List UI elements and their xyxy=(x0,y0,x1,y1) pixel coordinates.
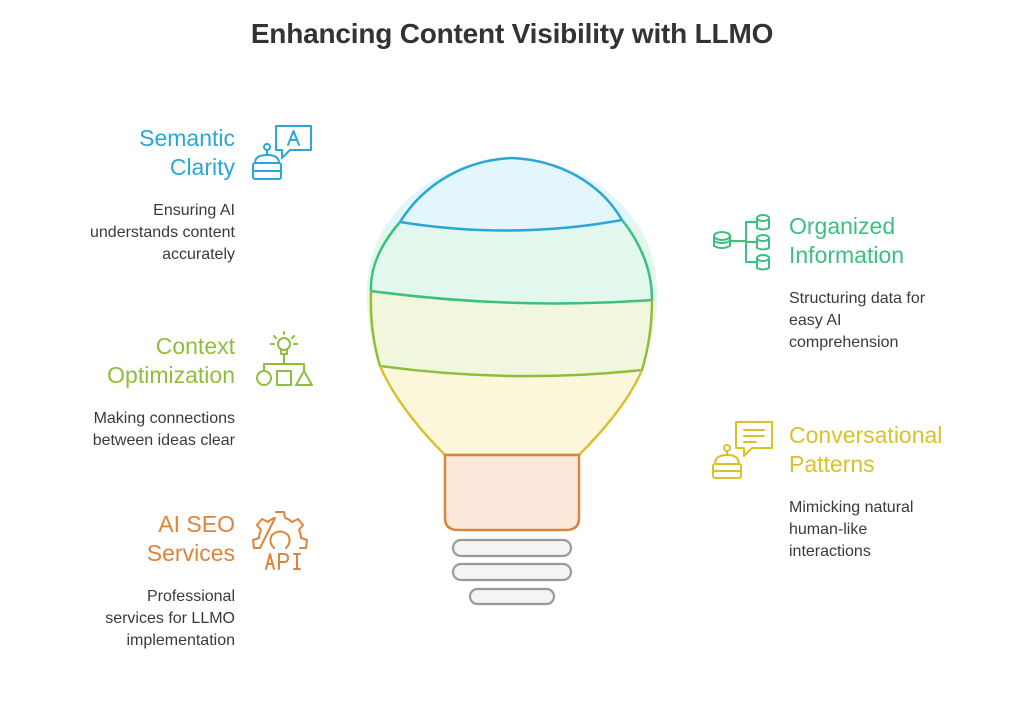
bulb-divider-2 xyxy=(370,289,653,305)
idea-shapes-icon xyxy=(250,330,314,390)
bulb-band-organized xyxy=(366,220,658,304)
bulb-base-ring-2 xyxy=(451,562,573,582)
page-title: Enhancing Content Visibility with LLMO xyxy=(250,18,774,49)
bulb-divider-1 xyxy=(399,218,623,232)
semantic-clarity-description: Ensuring AI understands content accurate… xyxy=(90,202,235,263)
ai-seo-services-description: Professional services for LLMO implement… xyxy=(105,588,235,649)
item-organized-information: Organized Information Structuring data f… xyxy=(789,212,989,354)
ai-seo-services-title: AI SEO Services xyxy=(146,511,235,566)
bulb-band-conversational xyxy=(366,365,658,455)
item-conversational-patterns: Conversational Patterns Mimicking natura… xyxy=(789,421,999,563)
item-context-optimization: Context Optimization Making connections … xyxy=(40,332,235,452)
gear-api-icon xyxy=(246,508,316,572)
bulb-outline-upper-left xyxy=(369,221,401,292)
bulb-base-ring-1 xyxy=(451,538,573,558)
item-semantic-clarity: Semantic Clarity Ensuring AI understands… xyxy=(60,124,235,266)
item-ai-seo-services: AI SEO Services Professional services fo… xyxy=(60,510,235,652)
context-optimization-title: Context Optimization xyxy=(107,333,235,388)
robot-chat-icon xyxy=(248,120,314,184)
bulb-outline-mid-right xyxy=(640,299,654,371)
context-optimization-description: Making connections between ideas clear xyxy=(92,410,235,449)
bulb-band-context xyxy=(366,290,658,377)
bulb-outline-upper-right xyxy=(621,219,654,301)
organized-information-title: Organized Information xyxy=(789,213,905,268)
bulb-divider-3 xyxy=(379,364,643,378)
bulb-neck xyxy=(443,453,581,532)
database-hierarchy-icon xyxy=(712,212,774,272)
organized-information-description: Structuring data for easy AI comprehensi… xyxy=(789,290,926,351)
conversational-patterns-title: Conversational Patterns xyxy=(789,422,943,477)
semantic-clarity-title: Semantic Clarity xyxy=(139,125,235,180)
bulb-outline-mid-left xyxy=(369,290,382,367)
robot-message-icon xyxy=(710,418,776,482)
bulb-outline-top xyxy=(398,156,624,223)
bulb-base-ring-3 xyxy=(468,587,556,606)
conversational-patterns-description: Mimicking natural human-like interaction… xyxy=(789,499,914,560)
